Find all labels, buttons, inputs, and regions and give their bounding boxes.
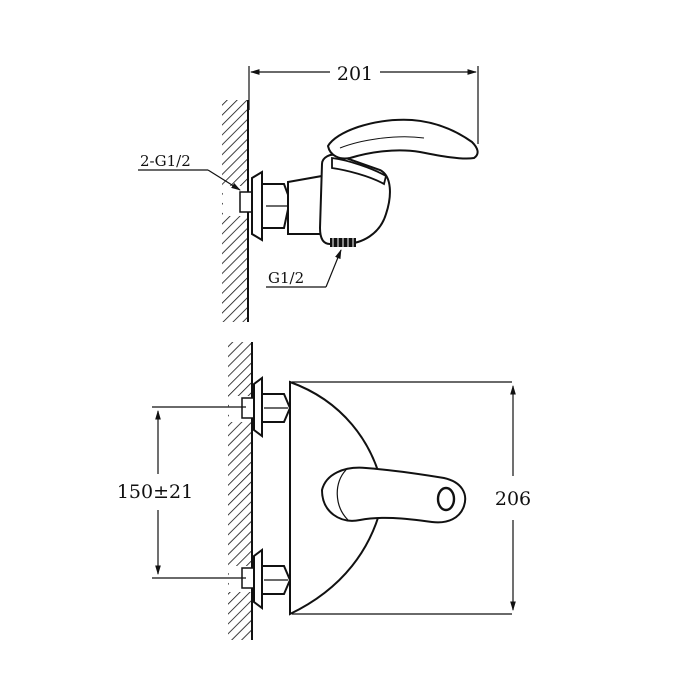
escutcheon-upper — [253, 376, 263, 438]
cartridge-ring — [331, 156, 388, 186]
inlet-nipple-upper — [241, 397, 255, 419]
callout-wall-inlets-leader — [207, 169, 241, 191]
lever-end-hole — [436, 486, 456, 512]
wall-hatch-top — [228, 342, 252, 640]
lever-handle-side — [326, 118, 479, 160]
dim-201-label: 201 — [337, 63, 373, 85]
lever-handle-top — [320, 466, 467, 524]
callout-outlet: G1/2 — [268, 269, 304, 287]
top-view: 206 150±21 — [117, 342, 531, 640]
callout-wall-inlets: 2-G1/2 — [140, 152, 191, 170]
side-view: 201 2-G1/2 G1/2 — [138, 63, 479, 322]
eccentric-arm-side — [287, 174, 323, 235]
dim-206-label: 206 — [495, 488, 531, 510]
escutcheon-lower — [253, 548, 263, 610]
callout-outlet-leader — [325, 249, 342, 288]
inlet-nipple — [239, 191, 253, 213]
dim-150-label: 150±21 — [117, 481, 193, 503]
escutcheon-side — [251, 170, 263, 242]
